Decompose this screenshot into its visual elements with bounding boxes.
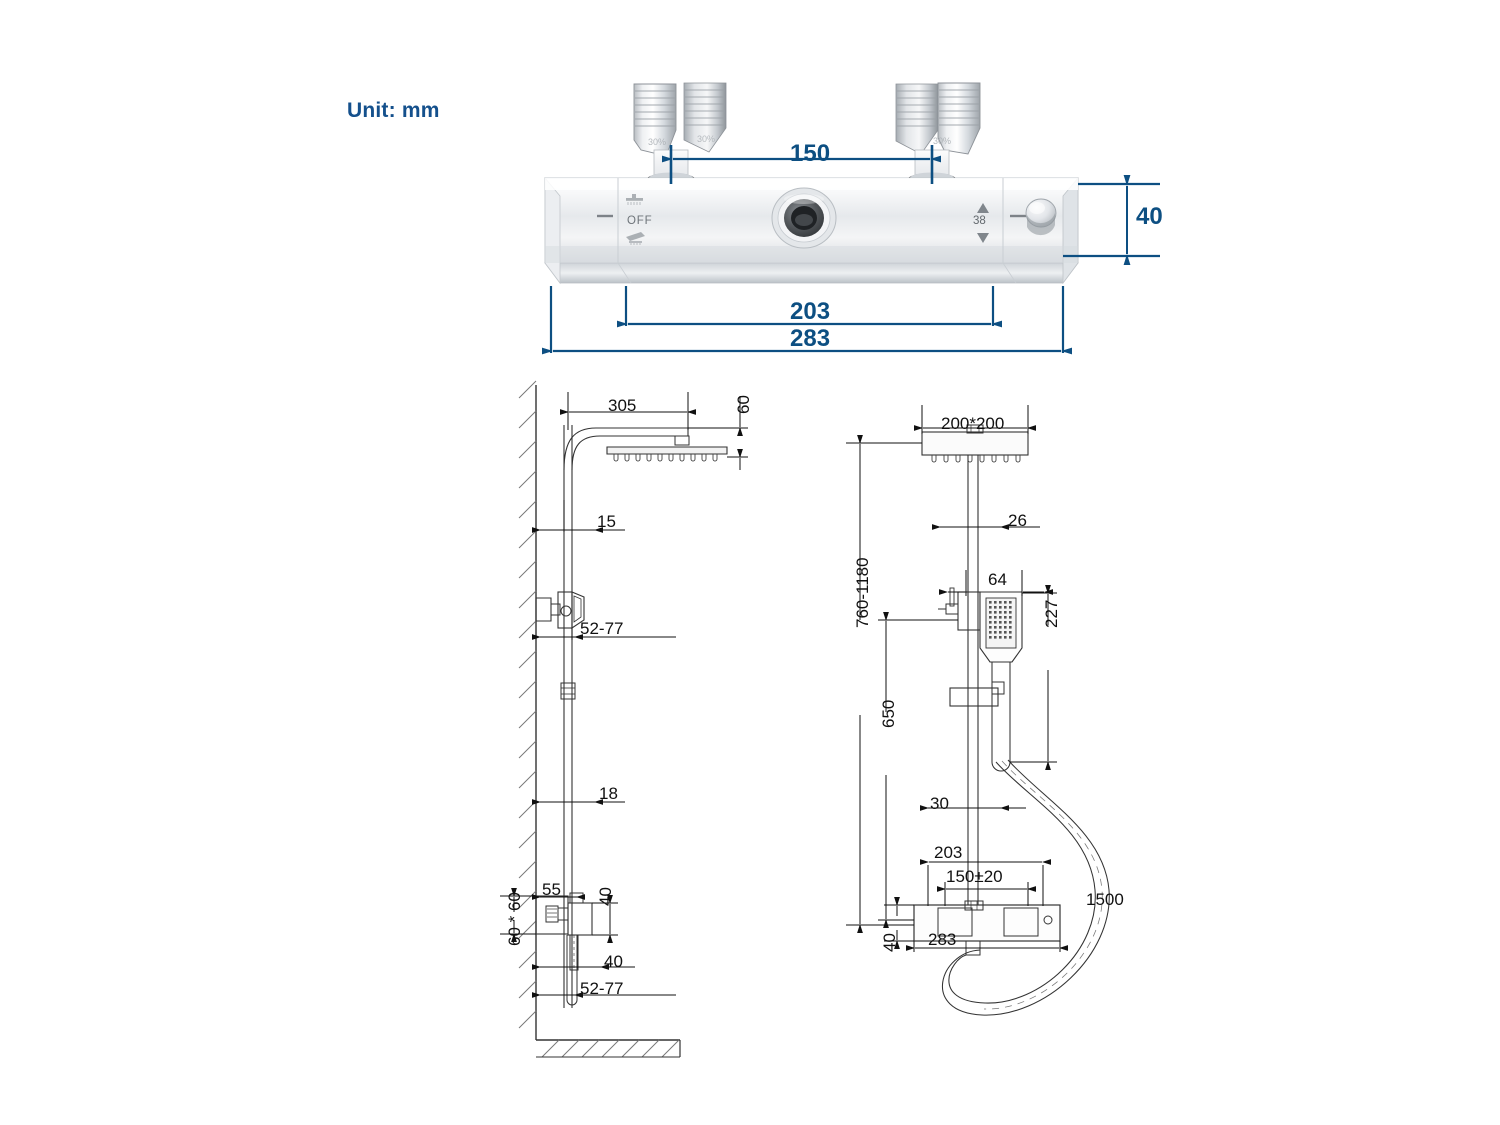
dimension-pipe-offset: 18 [599, 784, 618, 803]
dimension-bracket-height: 650 [879, 699, 898, 728]
dimension-head-size: 200*200 [941, 414, 1005, 433]
temp-up-arrow-icon [977, 203, 989, 213]
dimension-inlet-centres: 150 [790, 140, 831, 167]
front-elevation-dimensions [846, 405, 1068, 952]
svg-text:30%: 30% [697, 134, 715, 144]
dimension-wall-plate-size: 60 * 60 [505, 892, 524, 946]
handshower-front [938, 587, 1023, 772]
dimension-valve-body-height: 40 [1136, 203, 1163, 230]
dimension-arm-reach: 305 [608, 396, 637, 415]
dimension-riser-width: 26 [1008, 511, 1027, 530]
front-elevation-geometry [913, 424, 1110, 1016]
valve-body-side [535, 892, 593, 1006]
left-inlet-connectors: 30% 30% [633, 82, 727, 187]
dimension-valve-height-side: 40 [596, 887, 615, 906]
temperature-scale: 38 [973, 203, 989, 243]
svg-text:30%: 30% [933, 136, 951, 146]
temp-down-arrow-icon [977, 233, 989, 243]
temp-value-label: 38 [973, 215, 986, 227]
temperature-knob [1025, 198, 1057, 236]
off-label: OFF [627, 215, 652, 227]
dimension-hose-length: 1500 [1086, 890, 1124, 909]
dimension-valve-width-inner-front: 203 [934, 843, 963, 862]
dimension-handshower-length: 227 [1042, 599, 1061, 628]
unit-label: Unit: mm [347, 99, 440, 122]
dimension-outlet-projection: 52-77 [580, 979, 624, 998]
dimension-valve-height-front: 40 [880, 933, 899, 952]
dimension-handshower-width: 64 [988, 570, 1007, 589]
overhead-shower-icon [626, 194, 643, 205]
dimension-head-height: 60 [734, 395, 753, 414]
valve-dimension-lines [542, 145, 1160, 355]
handshower-bracket-side [535, 591, 585, 630]
dimension-valve-wall-offset: 55 [542, 880, 561, 899]
valve-body: OFF [544, 176, 1079, 285]
side-elevation-geometry [518, 380, 728, 1058]
dimension-valve-projection: 40 [604, 952, 623, 971]
dimension-riser-thickness: 30 [930, 794, 949, 813]
dimension-valve-width-inner: 203 [790, 298, 831, 325]
dimension-bracket-projection: 52-77 [580, 619, 624, 638]
svg-text:30%: 30% [648, 137, 666, 147]
dimension-valve-width-outer: 283 [790, 325, 831, 352]
right-inlet-connectors: 30% [895, 82, 981, 187]
valve-assembly-illustration: 30% 30% [544, 82, 1079, 285]
outlet-port [771, 187, 837, 249]
handshower-icon [626, 232, 645, 245]
dimension-rail-offset: 15 [597, 512, 616, 531]
dimension-valve-width-outer-front: 283 [928, 930, 957, 949]
dimension-total-height-range: 760-1180 [853, 557, 872, 628]
dimension-inlet-centres-front: 150±20 [946, 867, 1003, 886]
side-elevation-dimensions [500, 392, 748, 998]
